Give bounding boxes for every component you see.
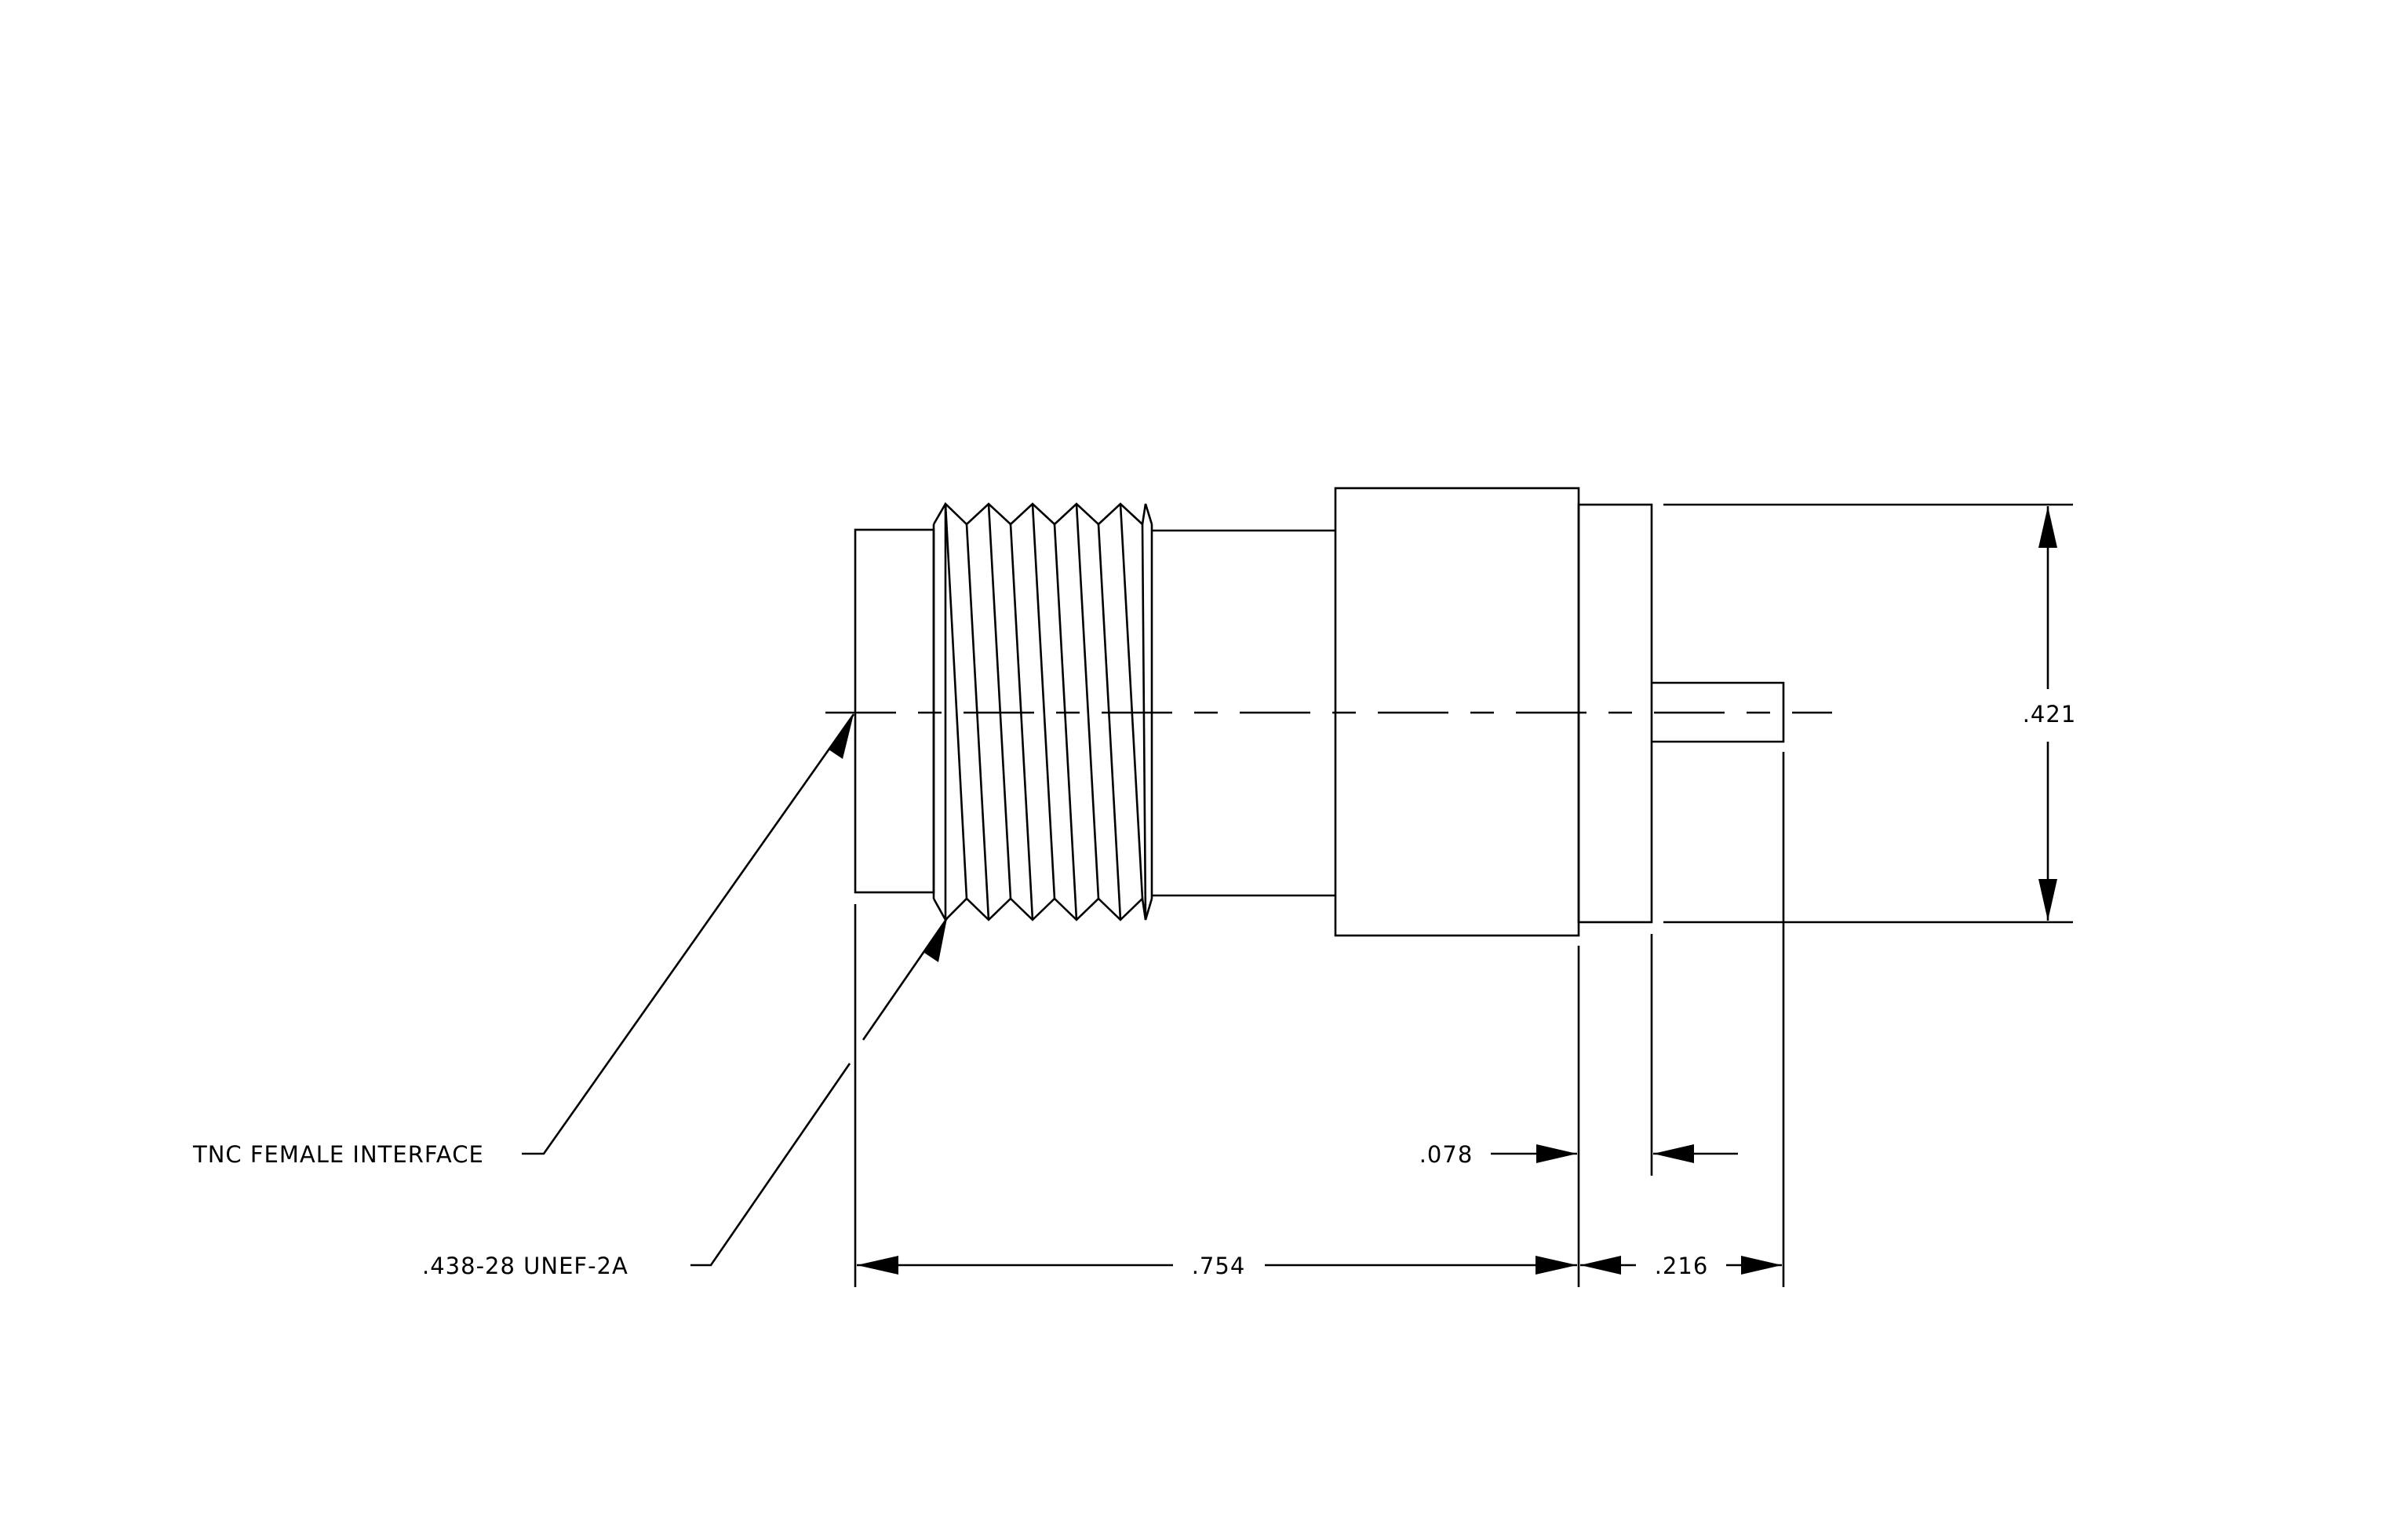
dimension-421-label: .421 xyxy=(2023,701,2077,728)
callout-thread-label: .438-28 UNEF-2A xyxy=(422,1253,628,1279)
dimension-754-label: .754 xyxy=(1192,1253,1246,1279)
dimension-078-label: .078 xyxy=(1419,1141,1474,1168)
dimension-pin-length: .216 xyxy=(1580,1253,1782,1279)
leader-thread: .438-28 UNEF-2A xyxy=(422,917,949,1279)
connector-body xyxy=(825,487,1832,937)
thread-crest-top xyxy=(932,502,1153,527)
front-sleeve xyxy=(854,528,935,894)
thread-helix-lines xyxy=(944,503,1147,921)
dimension-flange-thickness: .078 xyxy=(1419,1141,1738,1168)
callout-interface-label: TNC FEMALE INTERFACE xyxy=(192,1141,484,1168)
dimension-216-label: .216 xyxy=(1655,1253,1709,1279)
extension-lines xyxy=(854,503,2073,1287)
dimension-flange-height: .421 xyxy=(2023,506,2077,921)
dimension-overall-length: .754 xyxy=(857,1253,1577,1279)
contact-pin xyxy=(1652,681,1785,743)
thread-section xyxy=(932,502,1153,922)
leader-interface: TNC FEMALE INTERFACE xyxy=(192,713,855,1168)
